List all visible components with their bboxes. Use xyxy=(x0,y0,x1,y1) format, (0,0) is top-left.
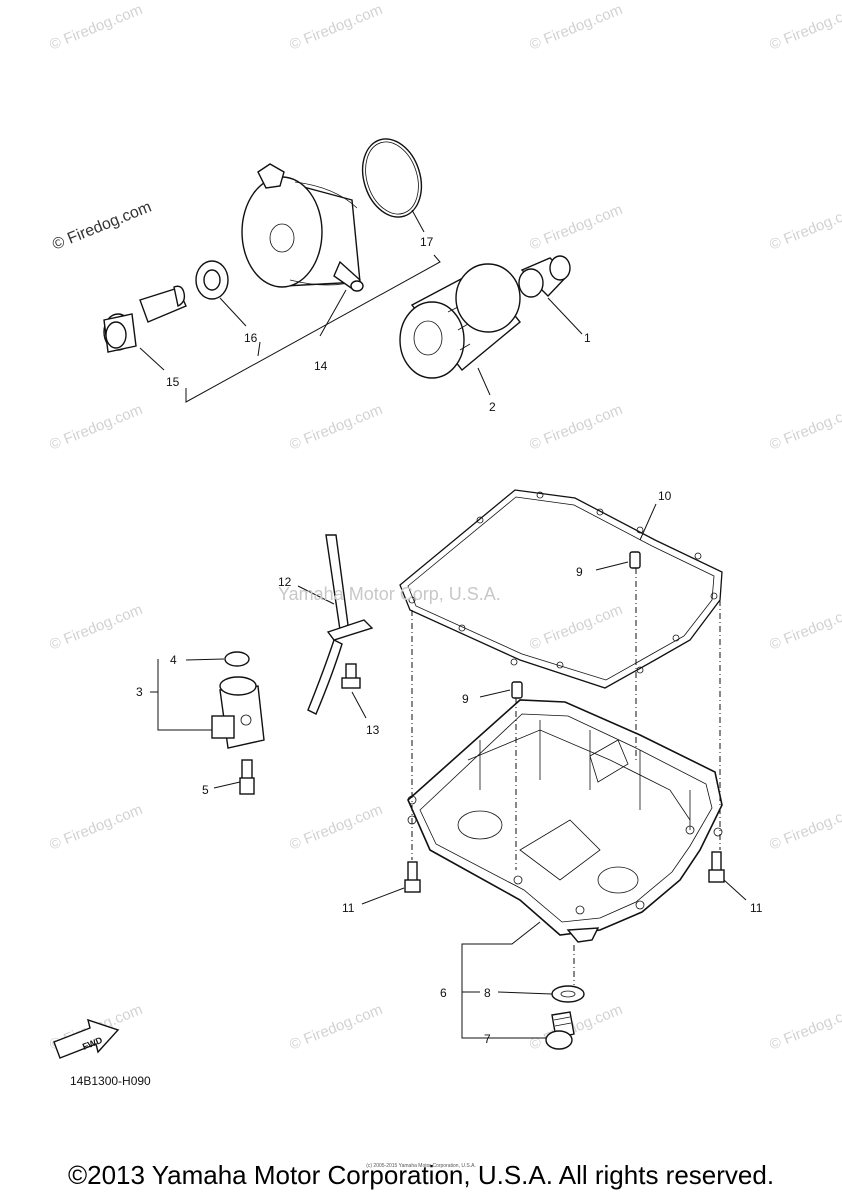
part-13-bolt xyxy=(341,663,361,689)
upper-leader-lines xyxy=(139,209,583,403)
watermark: © Firedog.com xyxy=(47,1,145,54)
part-9-dowel-pin xyxy=(511,551,641,699)
small-print: (c) 2005-2015 Yamaha Motor Corporation, … xyxy=(366,1163,476,1169)
watermark: © Firedog.com xyxy=(287,1,385,54)
watermark: © Firedog.com xyxy=(767,401,842,454)
callout-9-lower: 9 xyxy=(462,692,469,706)
diagram-code: 14B1300-H090 xyxy=(70,1074,151,1088)
watermark: © Firedog.com xyxy=(527,1,625,54)
watermark: © Firedog.com xyxy=(767,801,842,854)
watermark: © Firedog.com xyxy=(767,1,842,54)
part-8-gasket xyxy=(551,985,585,1003)
watermark: © Firedog.com xyxy=(767,201,842,254)
callout-16: 16 xyxy=(244,331,258,345)
alignment-lines xyxy=(411,568,721,985)
callout-2: 2 xyxy=(489,400,496,414)
watermark-layer: © Firedog.com © Firedog.com © Firedog.co… xyxy=(47,1,842,1054)
part-17-o-ring xyxy=(361,138,423,218)
callout-17: 17 xyxy=(420,235,434,249)
part-5-bolt xyxy=(239,759,255,795)
part-1-stud xyxy=(518,255,571,298)
watermark: © Firedog.com xyxy=(767,1001,842,1054)
callout-3: 3 xyxy=(136,685,143,699)
callout-4: 4 xyxy=(170,653,177,667)
part-7-drain-bolt xyxy=(545,1011,575,1050)
callout-13: 13 xyxy=(366,723,380,737)
callout-9-upper: 9 xyxy=(576,565,583,579)
callout-11-right: 11 xyxy=(750,901,763,915)
watermark: © Firedog.com xyxy=(47,401,145,454)
part-15-union-bolt xyxy=(103,285,187,353)
part-16-washer xyxy=(195,260,229,300)
part-3-relief-valve xyxy=(211,651,265,749)
watermark: © Firedog.com xyxy=(527,201,625,254)
lower-leader-lines xyxy=(150,503,747,1039)
callout-10: 10 xyxy=(658,489,672,503)
watermark: © Firedog.com xyxy=(287,801,385,854)
callout-11-left: 11 xyxy=(342,901,355,915)
center-watermark: Yamaha Motor Corp, U.S.A. xyxy=(278,584,501,604)
callout-12: 12 xyxy=(278,575,292,589)
callout-7: 7 xyxy=(484,1032,491,1046)
watermark: © Firedog.com xyxy=(287,401,385,454)
callout-numbers: 1 2 14 15 16 17 10 9 9 12 13 4 3 5 11 11… xyxy=(136,235,763,1046)
part-12-pipe xyxy=(307,534,374,715)
watermark: © Firedog.com xyxy=(47,801,145,854)
callout-1: 1 xyxy=(584,331,591,345)
watermark: © Firedog.com xyxy=(767,601,842,654)
part-14-oil-cooler xyxy=(241,163,364,292)
oil-pan-body xyxy=(407,699,723,943)
fwd-arrow-icon: FWD xyxy=(53,1018,120,1059)
part-10-gasket xyxy=(399,489,723,689)
callout-6: 6 xyxy=(440,986,447,1000)
watermark: © Firedog.com xyxy=(47,601,145,654)
part-11-bolt xyxy=(404,851,725,893)
watermark: © Firedog.com xyxy=(287,1001,385,1054)
part-2-oil-filter xyxy=(399,263,521,379)
callout-5: 5 xyxy=(202,783,209,797)
watermark: © Firedog.com xyxy=(527,601,625,654)
callout-15: 15 xyxy=(166,375,180,389)
watermark: © Firedog.com xyxy=(527,1001,625,1054)
copyright-notice: ©2013 Yamaha Motor Corporation, U.S.A. A… xyxy=(67,1160,775,1190)
watermark: © Firedog.com xyxy=(527,401,625,454)
callout-14: 14 xyxy=(314,359,328,373)
watermark-dark: © Firedog.com xyxy=(50,199,154,254)
callout-8: 8 xyxy=(484,986,491,1000)
